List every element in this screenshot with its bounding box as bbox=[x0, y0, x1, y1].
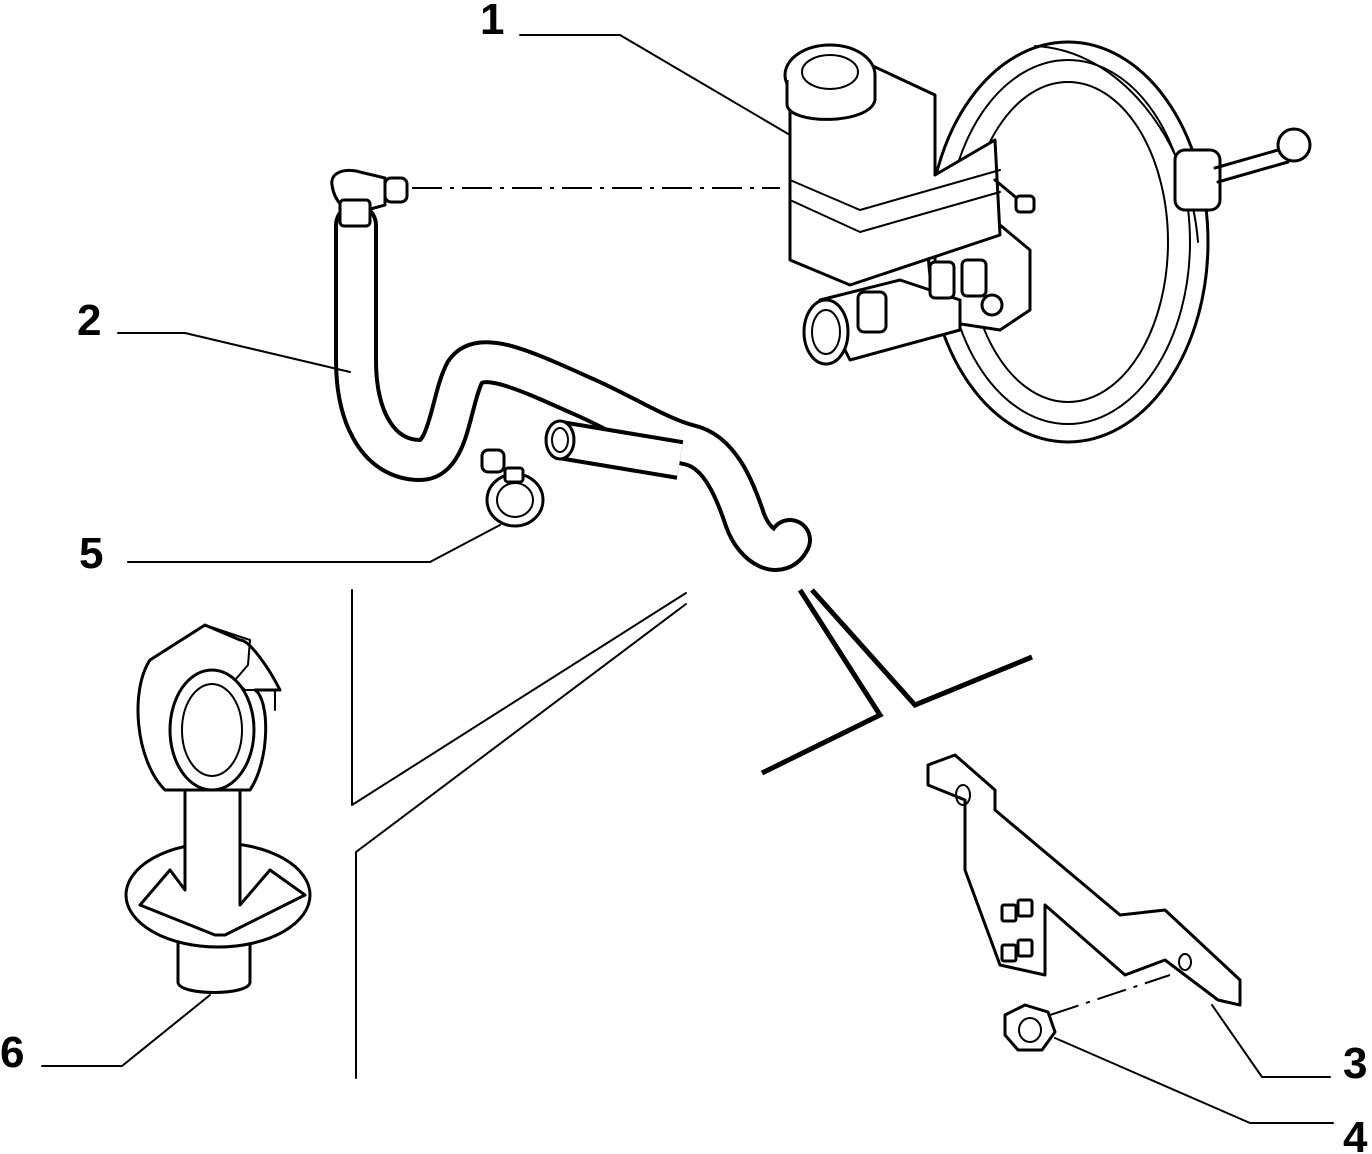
callout-1: 1 bbox=[480, 0, 504, 44]
callout-6: 6 bbox=[0, 1028, 24, 1077]
callout-2: 2 bbox=[77, 296, 101, 345]
leader-line-3 bbox=[1211, 1004, 1331, 1078]
callout-3: 3 bbox=[1343, 1039, 1367, 1088]
assembly-line-nut-to-bracket bbox=[1049, 974, 1171, 1016]
hose-clamp bbox=[480, 448, 545, 528]
leader-lines bbox=[41, 34, 1334, 1124]
brake-servo-assembly bbox=[783, 40, 1312, 444]
leader-line-5 bbox=[127, 524, 501, 563]
leader-line-4 bbox=[1054, 1037, 1334, 1124]
leader-line-6 bbox=[41, 994, 211, 1067]
callout-4: 4 bbox=[1343, 1113, 1368, 1154]
callout-5: 5 bbox=[79, 529, 103, 578]
hex-nut bbox=[1003, 1003, 1057, 1052]
leader-line-1 bbox=[519, 34, 791, 136]
leader-line-2 bbox=[117, 332, 351, 373]
hose-support bbox=[124, 623, 312, 994]
mounting-bracket bbox=[926, 753, 1242, 1007]
vacuum-hose bbox=[330, 169, 812, 572]
detail-lines bbox=[351, 588, 1033, 1079]
